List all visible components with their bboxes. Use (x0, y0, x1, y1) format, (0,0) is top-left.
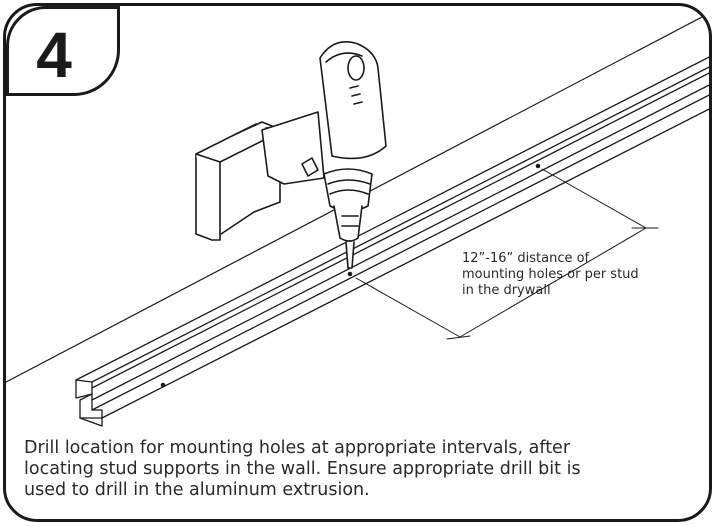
step-badge: 4 (6, 6, 120, 96)
instruction-caption: Drill location for mounting holes at app… (24, 438, 709, 501)
dimension-lines (355, 168, 659, 340)
installation-illustration (6, 6, 709, 427)
step-frame: 12”-16” distance of mounting holes or pe… (3, 3, 712, 522)
aluminum-extrusion (75, 56, 709, 427)
callout-line-3: in the drywall (462, 283, 551, 298)
caption-line-3: used to drill in the aluminum extrusion. (24, 480, 370, 500)
caption-line-1: Drill location for mounting holes at app… (24, 438, 571, 458)
callout-line-1: 12”-16” distance of (462, 251, 590, 266)
dimension-callout: 12”-16” distance of mounting holes or pe… (462, 251, 702, 299)
mounting-hole (535, 163, 541, 169)
cordless-drill (195, 41, 387, 269)
step-number: 4 (36, 19, 72, 91)
mounting-hole (160, 382, 166, 388)
caption-line-2: locating stud supports in the wall. Ensu… (24, 459, 581, 479)
callout-line-2: mounting holes or per stud (462, 267, 639, 282)
mounting-hole (347, 271, 353, 277)
